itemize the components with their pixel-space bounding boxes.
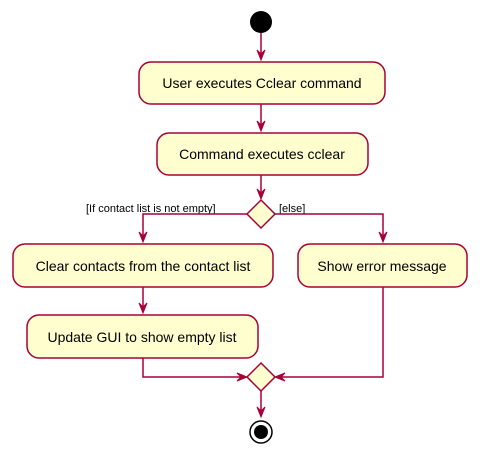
arrow-head [378,231,388,244]
activity-user-executes: User executes Cclear command [138,61,386,105]
arrow-head [256,120,266,133]
arrow-head [138,302,148,315]
activity-update-gui: Update GUI to show empty list [26,314,259,359]
start-node [250,11,272,33]
activity-clear-contacts-label: Clear contacts from the contact list [36,258,251,274]
activity-show-error: Show error message [297,243,468,288]
edge-error-to-merge [278,287,384,378]
end-node [249,420,273,444]
activity-command-executes-label: Command executes cclear [179,146,345,162]
guard-if-not-empty: [If contact list is not empty] [86,203,216,215]
arrow-head [236,372,249,382]
edge-update-to-merge [142,358,244,378]
arrow-head [138,231,148,244]
activity-user-executes-label: User executes Cclear command [162,75,361,91]
merge-node [245,361,277,393]
activity-clear-contacts: Clear contacts from the contact list [12,243,274,288]
activity-update-gui-label: Update GUI to show empty list [47,329,236,345]
activity-command-executes: Command executes cclear [156,132,369,176]
decision-node [245,198,277,230]
arrow-head [256,188,266,201]
guard-else: [else] [279,203,305,215]
edge-decision-to-clear [142,213,247,239]
edge-decision-to-error [275,213,384,239]
arrow-head [256,406,266,419]
activity-show-error-label: Show error message [317,258,446,274]
arrow-head [256,49,266,62]
arrow-head [273,372,286,382]
